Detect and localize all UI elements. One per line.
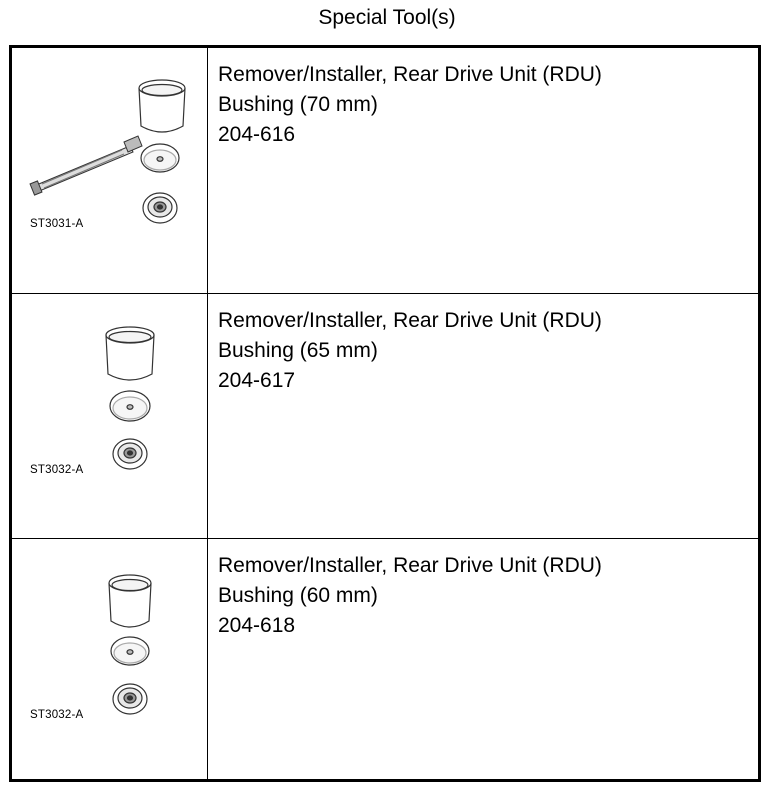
tool-name-line1: Remover/Installer, Rear Drive Unit (RDU) xyxy=(218,63,602,86)
tool-description: Remover/Installer, Rear Drive Unit (RDU)… xyxy=(218,306,748,396)
tool-name-line1: Remover/Installer, Rear Drive Unit (RDU) xyxy=(218,309,602,332)
figure-code: ST3032-A xyxy=(30,709,84,721)
receiver-cup-illustration xyxy=(138,79,186,133)
tool-part-number: 204-617 xyxy=(218,369,296,392)
special-tools-table: ST3031-A Remover/Installer, Rear Drive U… xyxy=(9,45,761,782)
table-row: ST3031-A Remover/Installer, Rear Drive U… xyxy=(12,48,758,293)
receiver-cup-illustration xyxy=(105,326,155,381)
washer-illustration xyxy=(110,636,150,666)
tool-illustration-cell: ST3032-A xyxy=(12,539,208,779)
tool-illustration-cell: ST3032-A xyxy=(12,294,208,538)
figure-code: ST3031-A xyxy=(30,218,84,230)
tool-part-number: 204-616 xyxy=(218,123,296,146)
tool-name-line1: Remover/Installer, Rear Drive Unit (RDU) xyxy=(218,554,602,577)
forcing-screw-illustration xyxy=(29,135,143,196)
washer-illustration xyxy=(109,390,151,422)
tool-illustration-cell: ST3031-A xyxy=(12,48,208,293)
receiver-cup-illustration xyxy=(108,574,152,628)
tool-part-number: 204-618 xyxy=(218,614,296,637)
tool-set-illustration xyxy=(108,574,152,715)
table-row: ST3032-A Remover/Installer, Rear Drive U… xyxy=(12,293,758,538)
tool-description: Remover/Installer, Rear Drive Unit (RDU)… xyxy=(218,551,748,641)
nut-illustration xyxy=(112,438,148,470)
tool-set-illustration xyxy=(105,326,155,470)
washer-illustration xyxy=(140,143,180,173)
page-title: Special Tool(s) xyxy=(318,6,456,29)
table-row: ST3032-A Remover/Installer, Rear Drive U… xyxy=(12,538,758,779)
nut-illustration xyxy=(112,683,148,715)
tool-name-line2: Bushing (70 mm) xyxy=(218,93,378,116)
figure-code: ST3032-A xyxy=(30,464,84,476)
tool-name-line2: Bushing (65 mm) xyxy=(218,339,378,362)
tool-description: Remover/Installer, Rear Drive Unit (RDU)… xyxy=(218,60,748,150)
nut-illustration xyxy=(142,192,178,224)
tool-set-illustration xyxy=(29,79,186,224)
tool-name-line2: Bushing (60 mm) xyxy=(218,584,378,607)
